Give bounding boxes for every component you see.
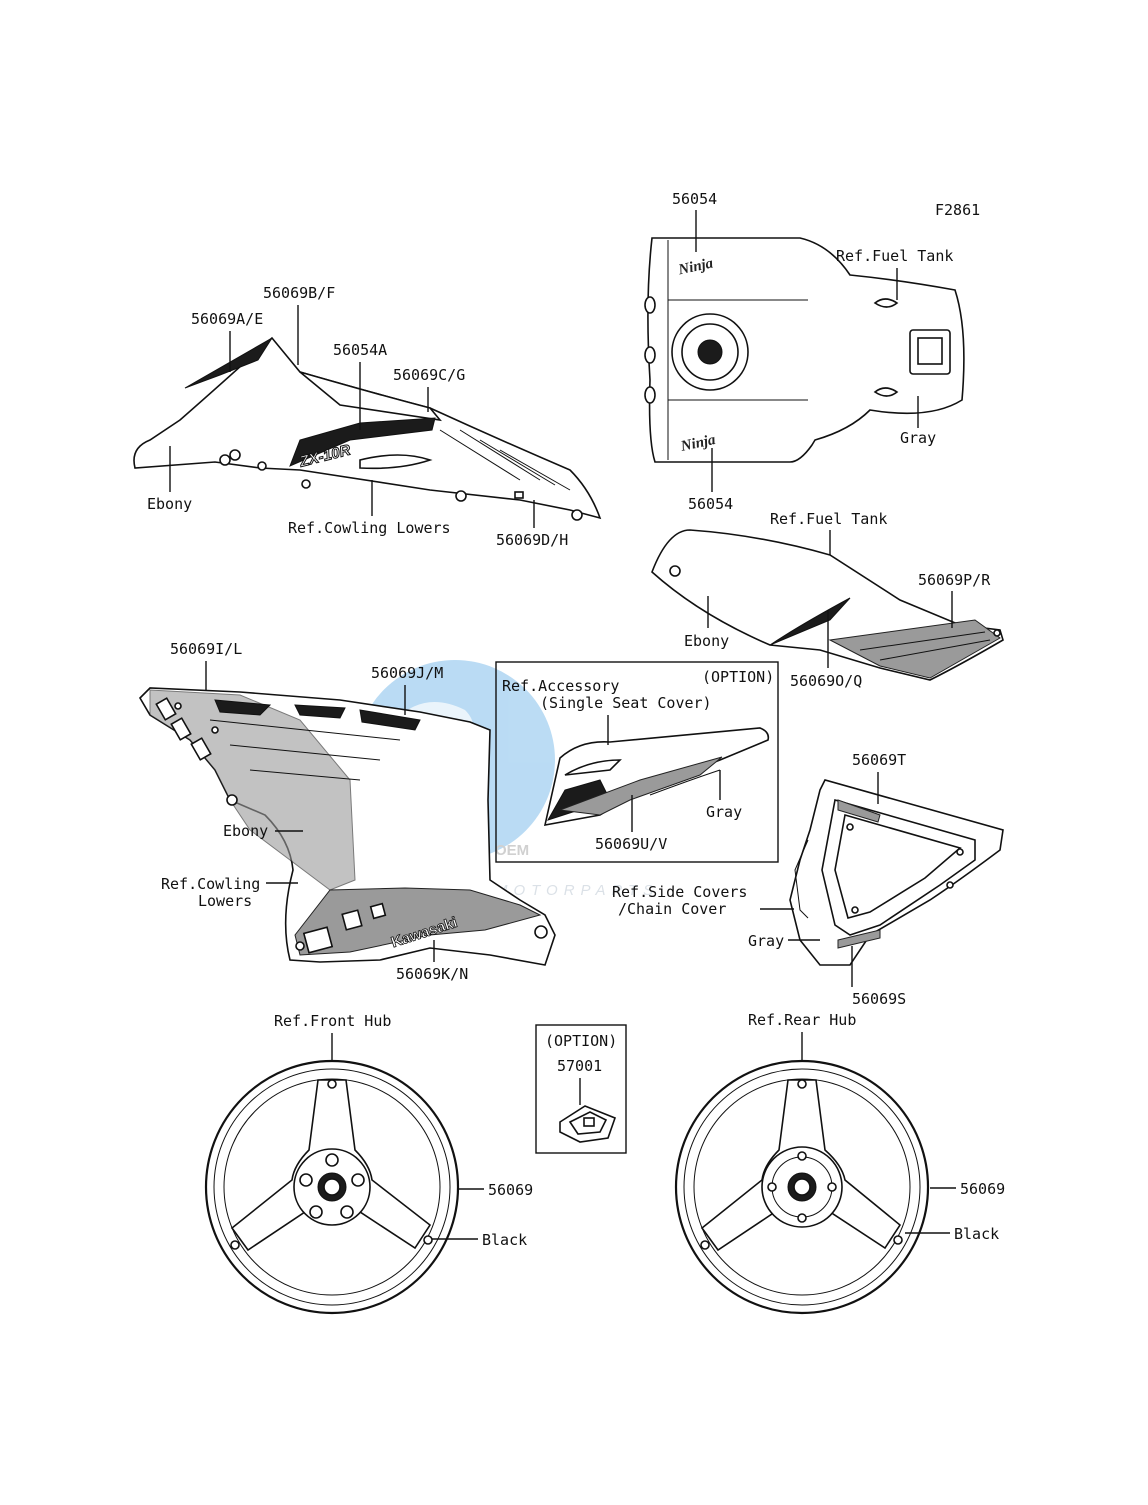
label-56069C-G: 56069C/G <box>393 366 465 384</box>
label-56069A-E: 56069A/E <box>191 310 263 328</box>
label-56054-top: 56054 <box>672 190 717 208</box>
label-56069-front: 56069 <box>488 1181 533 1199</box>
label-ref-cowling-line1: Ref.Cowling <box>161 875 260 893</box>
watermark-sub: MOTORPARTS <box>495 882 659 899</box>
option-label-1: (OPTION) <box>702 668 774 686</box>
label-ref-side-covers-line2: /Chain Cover <box>618 900 726 918</box>
label-56069I-L: 56069I/L <box>170 640 242 658</box>
label-gray-seat: Gray <box>706 803 742 821</box>
label-56069U-V: 56069U/V <box>595 835 667 853</box>
option-box-57001: (OPTION) 57001 <box>535 1024 627 1154</box>
label-ref-cowling-lowers-1: Ref.Cowling Lowers <box>288 519 451 537</box>
fuel-tank-top-view: Ninja Ninja <box>644 237 965 463</box>
label-ref-fuel-tank-2: Ref.Fuel Tank <box>770 510 887 528</box>
label-56069D-H: 56069D/H <box>496 531 568 549</box>
label-ref-fuel-tank-1: Ref.Fuel Tank <box>836 247 953 265</box>
label-gray-tank: Gray <box>900 429 936 447</box>
label-ebony-2: Ebony <box>684 632 729 650</box>
label-56069T: 56069T <box>852 751 906 769</box>
label-ref-cowling-line2: Lowers <box>198 892 252 910</box>
label-ebony-1: Ebony <box>147 495 192 513</box>
label-black-front: Black <box>482 1231 527 1249</box>
side-fairing-part: Kawasaki <box>138 687 556 966</box>
front-wheel <box>204 1059 460 1315</box>
label-56069K-N: 56069K/N <box>396 965 468 983</box>
label-ref-accessory-line2: (Single Seat Cover) <box>540 694 712 712</box>
label-56069P-R: 56069P/R <box>918 571 991 589</box>
label-ref-front-hub: Ref.Front Hub <box>274 1012 391 1030</box>
figure-code: F2861 <box>935 201 980 219</box>
tail-cowl-part <box>789 779 1004 966</box>
label-57001: 57001 <box>557 1057 602 1075</box>
option-box-seat-cover: (OPTION) Ref.Accessory (Single Seat Cove… <box>495 661 779 863</box>
label-56069J-M: 56069J/M <box>371 664 443 682</box>
upper-cowl-part: ZX-10R <box>133 336 602 521</box>
tank-side-cover-part <box>651 529 1004 681</box>
label-ebony-3: Ebony <box>223 822 268 840</box>
label-ref-rear-hub: Ref.Rear Hub <box>748 1011 856 1029</box>
label-56069-rear: 56069 <box>960 1180 1005 1198</box>
label-56069S: 56069S <box>852 990 906 1008</box>
option-label-2: (OPTION) <box>545 1032 617 1050</box>
label-56054A: 56054A <box>333 341 387 359</box>
label-ref-side-covers-line1: Ref.Side Covers <box>612 883 747 901</box>
watermark-brand: OEM <box>495 842 529 859</box>
label-56054-bottom: 56054 <box>688 495 733 513</box>
rear-wheel <box>674 1059 930 1315</box>
ninja-decal-bottom: Ninja <box>678 432 717 455</box>
label-black-rear: Black <box>954 1225 999 1243</box>
label-gray-tail: Gray <box>748 932 784 950</box>
ninja-decal-top: Ninja <box>676 255 715 278</box>
label-ref-accessory-line1: Ref.Accessory <box>502 677 619 695</box>
label-56069O-Q: 56069O/Q <box>790 672 862 690</box>
label-56069B-F: 56069B/F <box>263 284 335 302</box>
